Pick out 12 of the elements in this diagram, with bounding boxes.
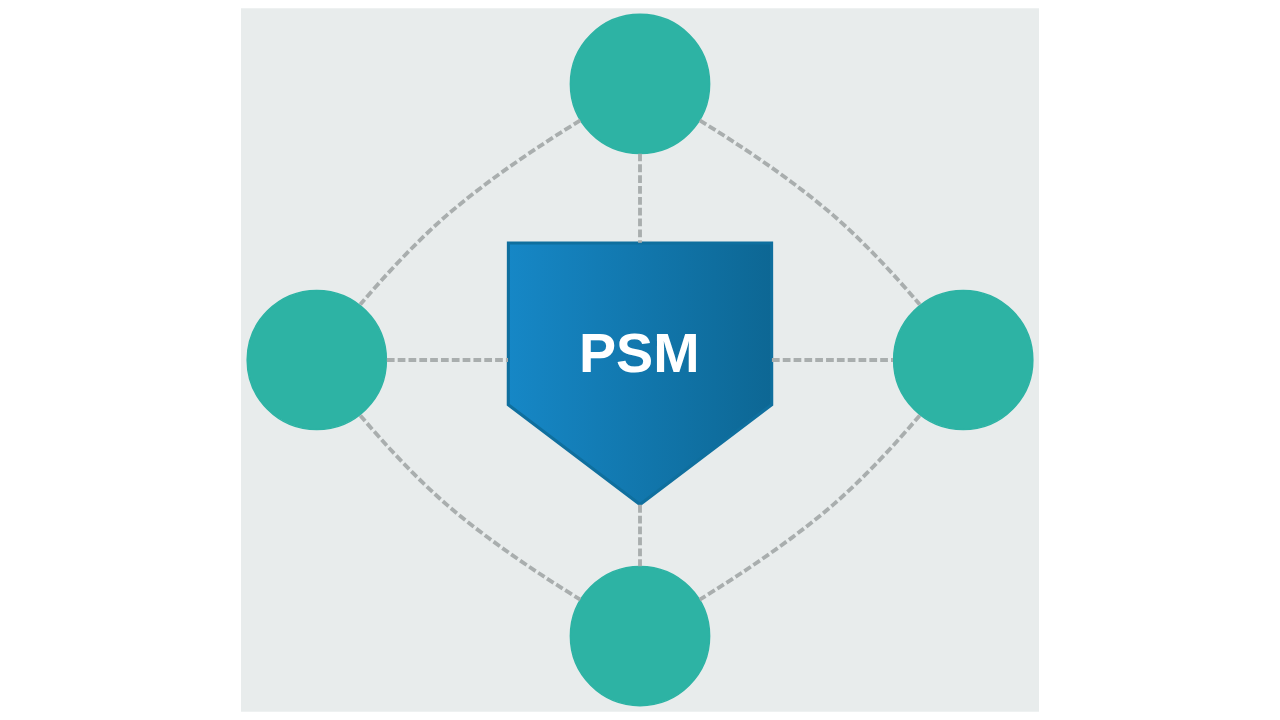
connector [698, 414, 922, 602]
connector [638, 153, 642, 243]
connector [358, 118, 582, 306]
node-circle [569, 13, 711, 155]
connector [698, 118, 922, 306]
node-circle [892, 289, 1034, 431]
node-circle [246, 289, 388, 431]
connector [771, 358, 893, 362]
node-circle [569, 565, 711, 707]
connector [638, 504, 642, 567]
connector [386, 358, 508, 362]
connector [358, 414, 582, 602]
